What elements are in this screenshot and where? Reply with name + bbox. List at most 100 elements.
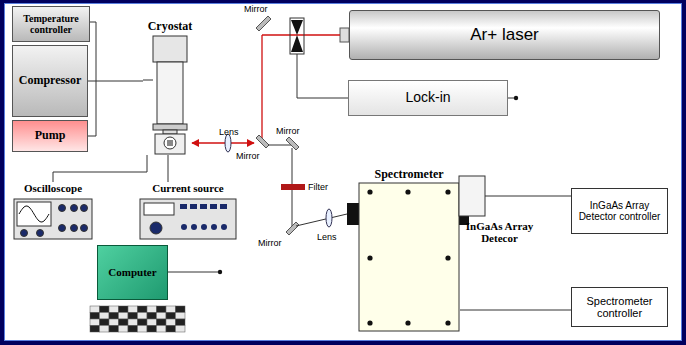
node-label: Compressor: [16, 74, 84, 87]
button: [200, 204, 207, 209]
optical-chopper: [291, 20, 303, 52]
button: [210, 204, 217, 209]
screw: [445, 320, 450, 325]
key: [90, 313, 100, 320]
array-detector: InGaAs Array Detecor: [458, 176, 541, 280]
key: [90, 306, 100, 313]
key: [176, 319, 186, 326]
key: [147, 319, 157, 326]
lens: [326, 209, 332, 227]
screw: [367, 189, 372, 194]
mirror: [286, 222, 299, 235]
filter: [281, 184, 305, 190]
computer-box: Computer: [97, 245, 168, 300]
knob: [81, 225, 88, 232]
knob: [81, 205, 88, 212]
mirror: [256, 16, 271, 31]
key: [166, 326, 176, 333]
screw: [405, 320, 410, 325]
knob: [221, 224, 227, 230]
heading: InGaAs Array Detecor: [458, 220, 541, 244]
dial: [150, 222, 162, 234]
button: [190, 204, 197, 209]
key: [109, 326, 119, 333]
heading: Cryostat: [145, 20, 196, 33]
key: [138, 313, 148, 320]
key: [176, 326, 186, 333]
key: [119, 306, 129, 313]
heading: Spectrometer: [371, 168, 446, 181]
key: [138, 306, 148, 313]
knob: [37, 230, 44, 237]
cryostat-head: [153, 36, 187, 62]
excitation-beam: [192, 142, 254, 143]
chopper-frame: [290, 18, 304, 54]
knob: [59, 205, 66, 212]
wire: [168, 155, 169, 182]
knob: [181, 224, 187, 230]
knob: [59, 225, 66, 232]
node-label: Ar+ laser: [467, 26, 542, 45]
key: [128, 306, 138, 313]
key: [90, 326, 100, 333]
connector-stub: [143, 80, 153, 81]
node-label: Computer: [105, 266, 159, 278]
controller-box: Spectrometer controller: [571, 287, 668, 327]
key: [176, 313, 186, 320]
key: [157, 326, 167, 333]
wire: [53, 155, 147, 182]
part-label: Mirror: [258, 238, 282, 248]
laser-nozzle: [340, 28, 349, 42]
detector-housing: [459, 176, 485, 216]
key: [100, 306, 110, 313]
controller-box: InGaAs Array Detector controller: [571, 188, 668, 234]
part-label: Filter: [308, 182, 328, 192]
collected-beam: [268, 145, 292, 146]
screw: [367, 320, 372, 325]
lock-in-box: Lock-in: [348, 80, 508, 116]
node-label: InGaAs Array Detector controller: [572, 200, 667, 222]
sample-chamber: [155, 134, 185, 154]
collected-beam: [296, 214, 347, 226]
key: [157, 319, 167, 326]
button: [220, 204, 227, 209]
reference-wire: [297, 54, 348, 98]
compressor-box: Compressor: [12, 45, 88, 117]
node-illustration: [143, 20, 197, 155]
key: [128, 326, 138, 333]
cryostat-body: [157, 62, 183, 124]
screw: [405, 189, 410, 194]
key: [109, 319, 119, 326]
screw: [367, 255, 372, 260]
key: [119, 326, 129, 333]
node-label: Lock-in: [402, 90, 453, 105]
key: [157, 313, 167, 320]
oscilloscope-screen: [17, 202, 51, 226]
key: [138, 326, 148, 333]
node-illustration: [358, 168, 460, 332]
key: [100, 326, 110, 333]
knob: [21, 230, 28, 237]
key: [100, 313, 110, 320]
knob: [71, 205, 78, 212]
key: [166, 306, 176, 313]
key: [119, 313, 129, 320]
part-label: Mirror: [276, 126, 300, 136]
knob: [211, 224, 217, 230]
part-label: Mirror: [236, 151, 260, 161]
source-display: [144, 203, 174, 215]
key: [176, 306, 186, 313]
mirror: [256, 135, 269, 148]
key: [138, 319, 148, 326]
key: [100, 319, 110, 326]
heading: Oscilloscope: [21, 182, 85, 194]
oscilloscope: Oscilloscope: [12, 182, 94, 240]
key: [128, 319, 138, 326]
terminal-dot: [514, 96, 518, 100]
computer-cable: [168, 272, 218, 273]
controller-box: Temperature controller: [12, 6, 90, 42]
knob: [191, 224, 197, 230]
entrance-slit: [347, 203, 359, 225]
knob: [71, 225, 78, 232]
